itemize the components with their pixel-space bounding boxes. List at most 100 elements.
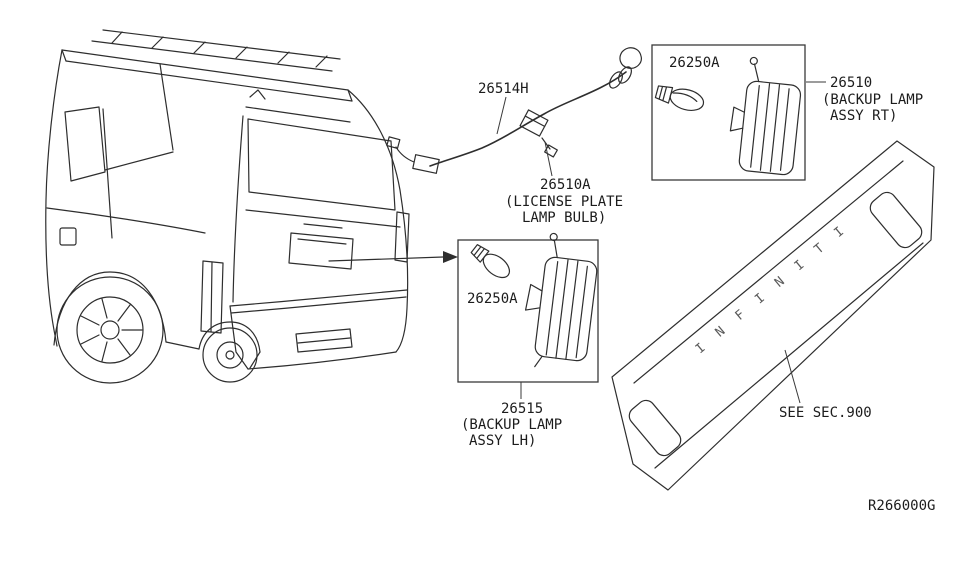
- panel-inner-line: [654, 242, 924, 469]
- c-pillar: [159, 63, 174, 151]
- roof-rack-rail: [102, 29, 341, 60]
- rocker-panel: [165, 341, 200, 350]
- bulb-base-rib: [473, 246, 485, 259]
- roof-rack-crossbar: [111, 31, 123, 44]
- quarter-window: [64, 106, 106, 182]
- license-desc-line1: (LICENSE PLATE: [505, 194, 623, 210]
- lamp-lens-ridges: [750, 83, 790, 172]
- arrow-head: [443, 251, 458, 263]
- bumper-bottom: [247, 351, 397, 370]
- far-wheel-rim: [216, 341, 244, 369]
- hatch-crease: [245, 209, 401, 228]
- license-desc-line2: LAMP BULB): [522, 210, 606, 226]
- roof-edge: [61, 49, 67, 62]
- harness-mid-connector: [519, 109, 549, 137]
- connector-line: [524, 115, 546, 127]
- hatch-handle: [303, 223, 343, 229]
- harness-cable: [429, 71, 627, 167]
- vehicle-illustration: [45, 29, 410, 384]
- cutout-shape: [628, 399, 682, 457]
- rear-window: [247, 118, 396, 211]
- wheel-arch-front: [198, 321, 261, 353]
- diagram-ref-code: R266000G: [868, 498, 935, 514]
- cutout-shape: [869, 191, 923, 249]
- bulb-filament: [672, 92, 698, 102]
- wheel-arch-rear: [53, 271, 167, 346]
- door-seam: [102, 108, 113, 239]
- roof-rack-rail: [91, 40, 333, 72]
- roof-rack-crossbar: [235, 46, 248, 59]
- wheel-spoke: [80, 334, 100, 345]
- taillight-right: [394, 211, 410, 263]
- bulb-base-rib: [658, 86, 668, 102]
- roof-antenna: [249, 89, 266, 100]
- lamp-lens: [534, 256, 598, 362]
- license-plate-recess-line: [297, 238, 347, 245]
- roof-rack-crossbar: [193, 41, 206, 54]
- hatch-left-edge: [232, 115, 244, 303]
- rt-assy-code-label: 26510: [830, 75, 872, 91]
- backup-lh-bulb: [470, 244, 511, 279]
- arrow-shaft: [328, 256, 444, 262]
- wheel-spoke: [101, 341, 108, 362]
- lamp-stud-cap: [549, 232, 558, 242]
- rt-bulb-code-label: 26250A: [669, 55, 720, 71]
- fuel-lid: [59, 227, 77, 246]
- leader-license: [544, 141, 553, 177]
- backup-lh-box: [457, 239, 599, 383]
- bumper-top: [229, 289, 408, 307]
- harness-bulb-socket: [619, 47, 642, 69]
- rear-wheel-rim: [76, 296, 144, 364]
- bumper-line: [230, 296, 407, 314]
- lamp-stud-cap: [749, 56, 758, 66]
- lh-assy-code-label: 26515: [501, 401, 543, 417]
- wheel-spoke: [101, 298, 108, 319]
- pointer-arrow: [328, 251, 458, 263]
- taillight-left-line: [210, 261, 213, 333]
- bumper-left: [229, 305, 249, 370]
- wheel-spoke: [117, 338, 131, 356]
- leader-harness: [496, 96, 507, 135]
- roof-rack-crossbar: [315, 55, 328, 68]
- see-section-label: SEE SEC.900: [779, 405, 872, 421]
- backup-rt-box: [651, 44, 806, 181]
- lamp-bracket: [729, 106, 746, 132]
- far-wheel-tire: [202, 327, 258, 383]
- bulb-base: [470, 244, 490, 263]
- harness-end-wire: [395, 146, 415, 163]
- panel-lamp-cutout: [869, 191, 923, 249]
- panel-lamp-cutout: [628, 399, 682, 457]
- license-plate-recess: [288, 232, 354, 270]
- lamp-bracket: [524, 283, 543, 311]
- harness-grommet: [609, 71, 623, 89]
- harness-grommet: [618, 66, 632, 84]
- roof-edge: [65, 60, 353, 102]
- leader-see-sec: [784, 349, 801, 404]
- lamp-lens-ridges: [545, 259, 588, 360]
- rt-assy-desc-line2: ASSY RT): [830, 108, 897, 124]
- roof-edge: [347, 89, 353, 102]
- harness-code-label: 26514H: [478, 81, 529, 97]
- wheel-spoke: [117, 304, 131, 322]
- tailgate-finisher-panel: INFINITI: [611, 140, 935, 491]
- side-glass-bottom: [104, 151, 174, 171]
- body-crease: [46, 207, 206, 234]
- roof-rack-crossbar: [151, 36, 164, 49]
- hitch-step: [295, 328, 353, 353]
- rear-wheel-tire: [56, 276, 164, 384]
- roof-rack-crossbar: [277, 51, 290, 64]
- harness-clip-wire: [541, 137, 551, 150]
- lh-assy-desc-line2: ASSY LH): [469, 433, 536, 449]
- rt-assy-desc-line1: (BACKUP LAMP: [822, 92, 923, 108]
- backup-lh-lamp-assembly: [524, 232, 598, 368]
- lower-body-line: [249, 351, 261, 369]
- far-wheel-hub: [225, 350, 235, 360]
- backup-rt-group: [651, 44, 806, 181]
- lamp-stud: [553, 239, 558, 259]
- bulb-glass: [482, 253, 511, 279]
- body-outline-left: [45, 49, 63, 347]
- bulb-base: [654, 85, 674, 104]
- body-outline-right: [347, 89, 409, 353]
